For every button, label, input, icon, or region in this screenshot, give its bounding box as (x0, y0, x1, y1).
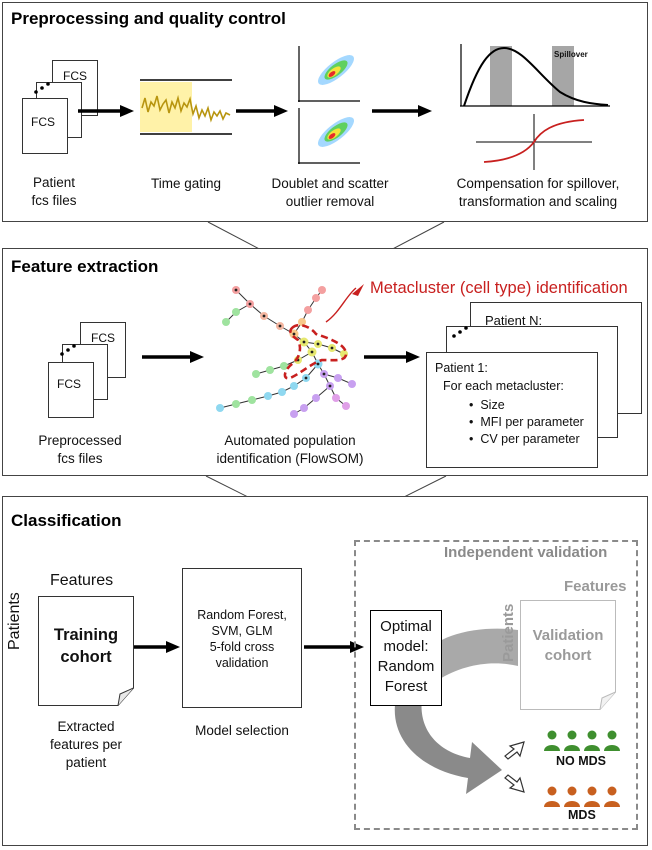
arrow-right-icon (372, 105, 432, 117)
flowsom-tree-icon (216, 286, 357, 418)
patients-label: Patients (6, 592, 23, 650)
arrow-right-icon (236, 105, 288, 117)
caption-patient-files: Patient fcs files (31, 175, 77, 208)
arrow-right-icon (142, 351, 204, 363)
caption-model-selection: Model selection (195, 723, 289, 738)
arrow-right-icon (78, 105, 134, 117)
scatter-plot-icon (298, 46, 360, 102)
list-item: • Size (469, 398, 505, 412)
spillover-label: Spillover (554, 50, 588, 59)
no-mds-people-icon (544, 730, 620, 751)
fcs-doc-front: FCS (48, 362, 94, 418)
caption-extracted: Extracted features per patient (49, 719, 123, 770)
no-mds-label: NO MDS (556, 754, 606, 768)
independent-validation-box (354, 540, 638, 830)
independent-validation-label: Independent validation (444, 544, 608, 561)
list-item: • MFI per parameter (469, 415, 584, 429)
arrow-up-right-icon (352, 284, 364, 296)
arrow-right-icon (364, 351, 420, 363)
caption-doublet: Doublet and scatter outlier removal (271, 176, 389, 209)
mds-people-icon (544, 786, 620, 807)
training-cohort-label: Training cohort (53, 626, 119, 666)
mds-label: MDS (568, 808, 596, 822)
features-header: Features (50, 572, 114, 589)
ellipsis-icon (60, 344, 76, 356)
panel-title: Feature extraction (11, 257, 159, 276)
list-item: • CV per parameter (469, 432, 580, 446)
ellipsis-icon (452, 326, 468, 338)
time-gating-plot-icon (140, 79, 232, 135)
arrow-right-icon (304, 641, 364, 653)
ellipsis-icon (34, 82, 50, 94)
bullet-list: • Size • MFI per parameter • CV per para… (469, 397, 584, 448)
panel-title: Preprocessing and quality control (11, 9, 286, 28)
hollow-arrow-icon (504, 774, 525, 793)
patient-doc-front: Patient 1: For each metacluster: • Size … (426, 352, 598, 468)
patients-label-validation: Patients (500, 603, 517, 662)
doc-shape (520, 600, 616, 710)
curved-arrow-icon (394, 628, 518, 794)
metacluster-label: Metacluster (cell type) identification (370, 279, 628, 297)
hollow-arrow-icon (504, 741, 525, 760)
fcs-doc-front: FCS (22, 98, 68, 154)
model-selection-box: Random Forest, SVM, GLM 5-fold cross val… (182, 568, 302, 708)
caption-automated: Automated population identification (Flo… (216, 433, 364, 466)
optimal-model-box: Optimal model: Random Forest (370, 610, 442, 706)
scatter-plot-icon (298, 108, 360, 164)
doc-shape (38, 596, 134, 706)
caption-preprocessed: Preprocessed fcs files (38, 433, 122, 466)
caption-time-gating: Time gating (150, 176, 222, 191)
arrow-right-icon (134, 641, 180, 653)
transformation-plot-icon (476, 114, 592, 170)
panel-title: Classification (11, 511, 122, 530)
validation-cohort-label: Validation cohort (532, 627, 604, 664)
spillover-plot-icon (460, 44, 610, 107)
caption-compensation: Compensation for spillover, transformati… (456, 176, 620, 209)
features-header-validation: Features (564, 578, 627, 595)
